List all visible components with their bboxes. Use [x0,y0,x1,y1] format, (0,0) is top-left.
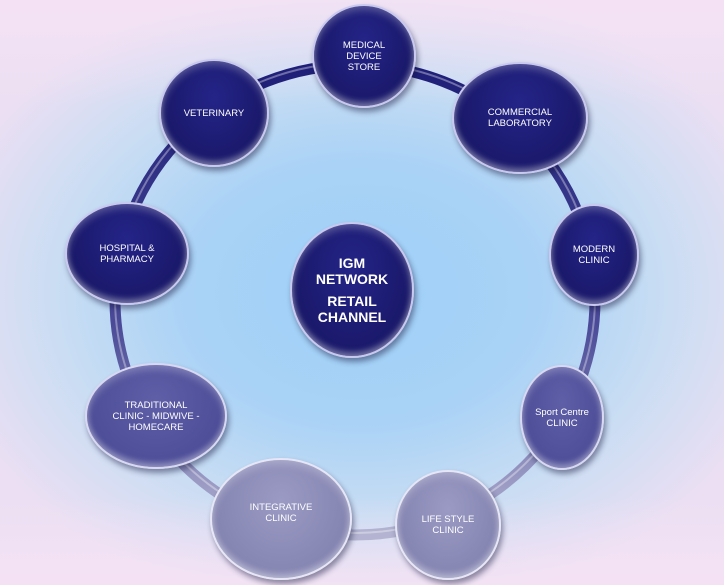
node-label: TRADITIONAL CLINIC - MIDWIVE - HOMECARE [112,399,200,433]
node-integrative-clinic: INTEGRATIVE CLINIC [210,458,352,580]
node-label: MEDICAL DEVICE STORE [342,39,386,73]
node-commercial-laboratory: COMMERCIAL LABORATORY [452,62,588,174]
node-label: MODERN CLINIC [572,244,616,266]
node-life-style-clinic: LIFE STYLE CLINIC [395,470,501,580]
node-label: LIFE STYLE CLINIC [421,514,475,536]
node-label: Sport Centre CLINIC [535,406,589,429]
node-sport-centre-clinic: Sport Centre CLINIC [520,365,604,470]
node-label: INTEGRATIVE CLINIC [249,502,313,524]
node-traditional-clinic: TRADITIONAL CLINIC - MIDWIVE - HOMECARE [85,363,227,469]
node-label: HOSPITAL & PHARMACY [99,242,155,265]
node-modern-clinic: MODERN CLINIC [549,204,639,306]
center-subtitle: RETAIL CHANNEL [317,293,387,325]
center-title: IGM NETWORK [315,255,389,287]
node-veterinary: VETERINARY [159,59,269,167]
node-hospital-pharmacy: HOSPITAL & PHARMACY [65,202,189,305]
node-medical-device-store: MEDICAL DEVICE STORE [312,4,416,108]
node-label: VETERINARY [183,107,245,119]
center-hub: IGM NETWORK RETAIL CHANNEL [290,222,414,358]
node-label: COMMERCIAL LABORATORY [487,107,553,129]
